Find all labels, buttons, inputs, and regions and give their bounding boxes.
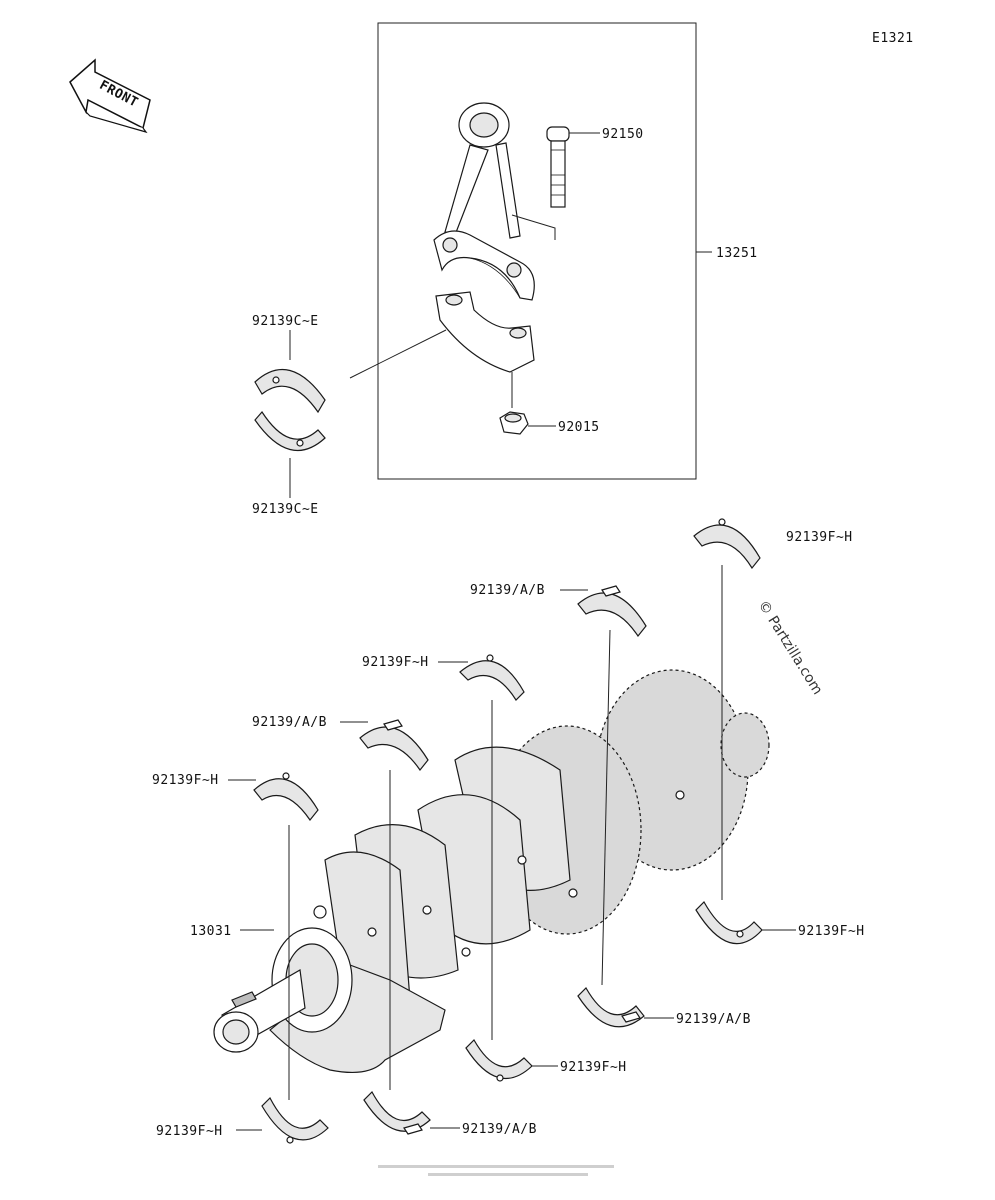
- connecting-rod: [433, 102, 535, 301]
- diagram-id: E1321: [872, 31, 914, 46]
- main-bearing-bottom-8: [465, 1039, 533, 1082]
- label-main-bearing-2: 92139/A/B: [252, 715, 327, 730]
- conrod-nut: [499, 411, 529, 435]
- label-92139c-e-upper: 92139C~E: [252, 314, 319, 329]
- watermark: © Partzilla.com: [755, 598, 826, 698]
- label-13031: 13031: [190, 924, 232, 939]
- conrod-assembly-box: [377, 22, 697, 480]
- main-bearing-top-4: [577, 585, 647, 638]
- label-main-bearing-3: 92139F~H: [362, 655, 429, 670]
- main-bearing-bottom-6: [695, 901, 763, 945]
- rod-bearing-upper: [254, 368, 326, 414]
- main-bearing-bottom-9: [363, 1091, 431, 1135]
- label-main-bearing-6: 92139F~H: [798, 924, 865, 939]
- main-bearing-bottom-7: [577, 987, 645, 1028]
- main-bearing-top-2: [359, 719, 429, 772]
- label-main-bearing-1: 92139F~H: [152, 773, 219, 788]
- rod-cap: [435, 291, 535, 373]
- footer-fineprint-mark: [378, 1165, 614, 1168]
- label-main-bearing-4: 92139/A/B: [470, 583, 545, 598]
- footer-fineprint-mark-2: [428, 1173, 588, 1176]
- label-main-bearing-7: 92139/A/B: [676, 1012, 751, 1027]
- label-13251: 13251: [716, 246, 758, 261]
- front-arrow-icon: FRONT: [69, 58, 151, 134]
- label-main-bearing-10: 92139F~H: [156, 1124, 223, 1139]
- label-main-bearing-8: 92139F~H: [560, 1060, 627, 1075]
- main-bearing-top-1: [253, 772, 319, 822]
- main-bearing-bottom-10: [261, 1096, 329, 1144]
- label-92015: 92015: [558, 420, 600, 435]
- label-main-bearing-9: 92139/A/B: [462, 1122, 537, 1137]
- main-bearing-top-5: [693, 518, 761, 570]
- crankshaft: [213, 669, 770, 1073]
- conrod-bolt: [546, 126, 570, 208]
- label-92139c-e-lower: 92139C~E: [252, 502, 319, 517]
- label-92150: 92150: [602, 127, 644, 142]
- rod-bearing-lower: [254, 411, 326, 452]
- label-main-bearing-5: 92139F~H: [786, 530, 853, 545]
- main-bearing-top-3: [459, 654, 525, 701]
